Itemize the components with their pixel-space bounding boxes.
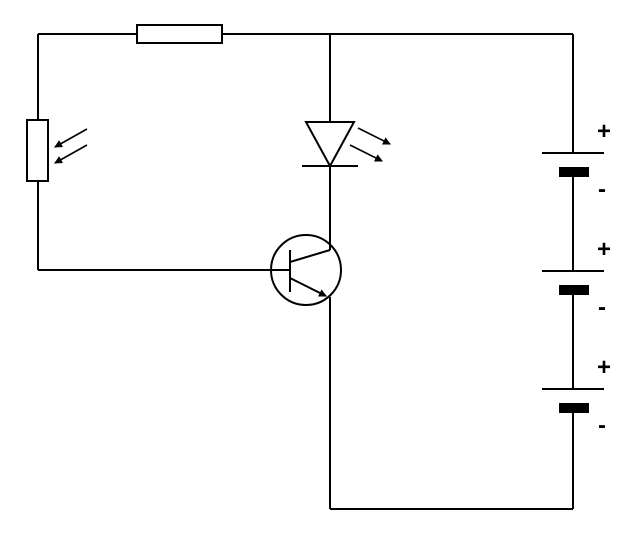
battery-cell-2 [542,270,604,295]
battery-cell-1 [542,152,604,177]
plus-sign-cell-2: + [597,236,611,263]
plus-sign-cell-3: + [597,354,611,381]
minus-sign-cell-1: - [598,176,606,203]
minus-sign-cell-3: - [598,412,606,439]
battery-cell-3 [542,388,604,413]
plus-sign-cell-1: + [597,118,611,145]
led-emitted-light-arrows [349,127,391,162]
npn-transistor [270,234,342,306]
left-wire [37,34,272,271]
led [302,121,358,169]
photoresistor [26,119,49,182]
fixed-resistor [136,24,223,44]
ldr-incoming-light-arrows [54,128,88,164]
minus-sign-cell-2: - [598,294,606,321]
